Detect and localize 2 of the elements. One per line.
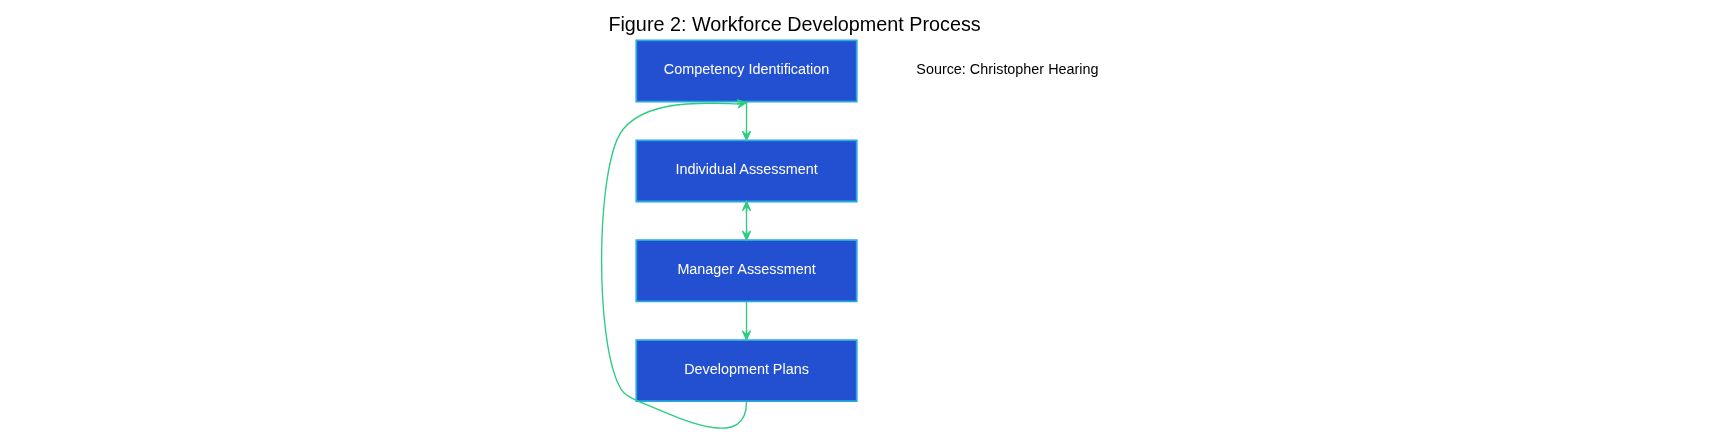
caption: Source: Christopher Hearing [915,61,1098,78]
diagram-title: Figure 2: Workforce Development Process [607,13,981,36]
